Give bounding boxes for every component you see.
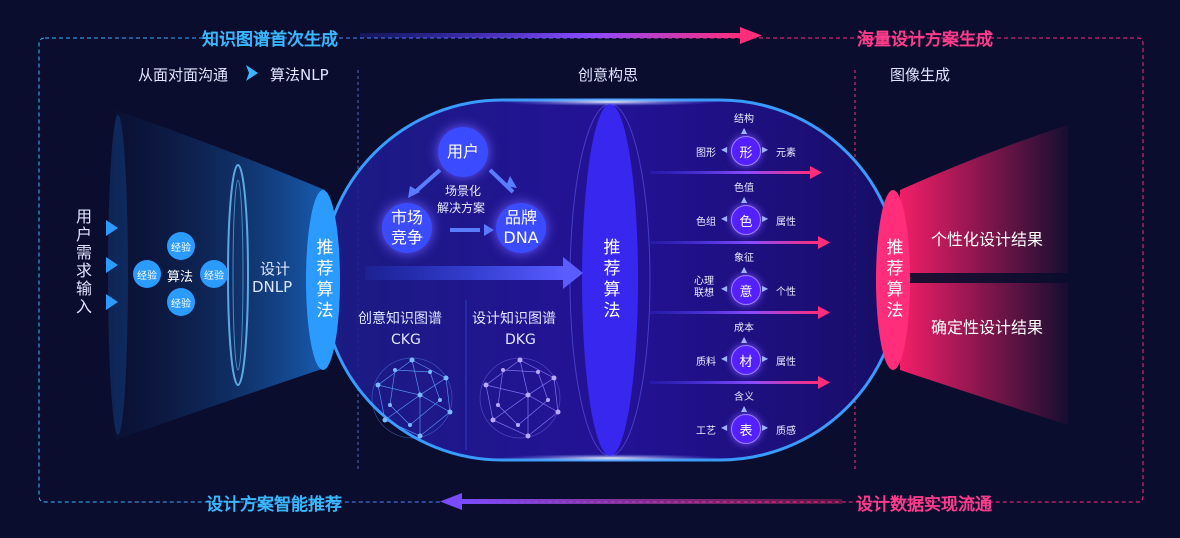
top-flow-bar — [360, 33, 740, 38]
solution-label: 解决方案 — [437, 201, 486, 215]
attr-left-label: 色组 — [696, 217, 716, 228]
recommend-algo-center: 推荐算法 — [599, 238, 620, 322]
dkg-nodes — [483, 357, 561, 439]
step-face-label: 从面对面沟通 — [138, 66, 229, 84]
experience-bubble: 经验 — [133, 260, 161, 288]
market-bubble: 市场竞争 — [382, 203, 432, 253]
attr-node: 形 — [731, 136, 761, 166]
attr-node: 材 — [731, 345, 761, 375]
result-deterministic: 确定性设计结果 — [931, 318, 1044, 337]
result-personalized: 个性化设计结果 — [931, 230, 1044, 249]
dashed-frame — [38, 37, 1144, 503]
attr-top-label: 成本 — [734, 323, 754, 334]
attribute-arrows — [650, 166, 830, 389]
chevron-right-icon: ▶ — [762, 423, 769, 432]
attr-right-label: 个性 — [776, 287, 796, 298]
chevron-up-icon: ▲ — [741, 195, 748, 204]
ring — [227, 164, 249, 386]
center-algo-label: 算法 — [167, 270, 194, 285]
chevron-up-icon: ▲ — [741, 404, 748, 413]
dkg-name: 设计知识图谱 — [472, 311, 556, 327]
glow — [500, 454, 720, 462]
input-ellipse — [108, 115, 128, 435]
ring — [232, 179, 244, 371]
scenario-label: 场景化 — [445, 184, 482, 198]
attr-node: 表 — [731, 414, 761, 444]
attr-node: 意 — [731, 275, 761, 305]
experience-bubble: 经验 — [200, 260, 228, 288]
chevron-right-icon: ▶ — [762, 145, 769, 154]
recommend-pill-left — [306, 190, 340, 370]
chevron-up-icon: ▲ — [741, 126, 748, 135]
funnel-gap — [900, 273, 1070, 283]
recommend-algo-right: 推荐算法 — [882, 238, 903, 322]
recommend-algo-left: 推荐算法 — [312, 238, 333, 322]
chevron-left-icon: ◀ — [721, 214, 728, 223]
attr-top-label: 色值 — [734, 183, 754, 194]
chevron-left-icon: ◀ — [721, 145, 728, 154]
attr-node: 色 — [731, 205, 761, 235]
user-bubble: 用户 — [438, 127, 488, 177]
chevron-left-icon: ◀ — [721, 354, 728, 363]
arrow-right-icon — [740, 27, 762, 44]
ckg-name: 创意知识图谱 — [358, 311, 442, 327]
attr-left-label: 工艺 — [696, 426, 716, 437]
attr-right-label: 质感 — [776, 426, 796, 437]
user-input-label: 用户需求输入 — [73, 208, 92, 316]
triangle-right-icon — [106, 220, 118, 310]
bottom-left-title: 设计方案智能推荐 — [206, 495, 342, 515]
chevron-right-icon: ▶ — [762, 354, 769, 363]
bottom-right-title: 设计数据实现流通 — [856, 495, 992, 515]
experience-bubble: 经验 — [167, 288, 195, 316]
attr-left-label: 心理联想 — [694, 276, 714, 299]
arrow-left-icon — [440, 493, 462, 510]
attr-right-label: 属性 — [776, 217, 796, 228]
dnlp-line1: 设计 — [260, 260, 291, 278]
attr-right-label: 元素 — [776, 148, 796, 159]
chevron-up-icon: ▲ — [741, 265, 748, 274]
recommend-pill-right — [876, 190, 910, 370]
chevron-left-icon: ◀ — [721, 423, 728, 432]
chevron-left-icon: ◀ — [721, 284, 728, 293]
attr-top-label: 结构 — [734, 114, 754, 125]
top-right-title: 海量设计方案生成 — [857, 30, 993, 50]
chevron-right-icon: ▶ — [762, 214, 769, 223]
chevron-right-icon: ▶ — [762, 284, 769, 293]
section-image-label: 图像生成 — [890, 66, 951, 84]
glow — [500, 98, 720, 106]
top-left-title: 知识图谱首次生成 — [202, 30, 338, 50]
attr-top-label: 含义 — [734, 392, 754, 403]
attr-left-label: 质料 — [696, 357, 716, 368]
center-ellipse — [582, 104, 638, 456]
ckg-abbr: CKG — [391, 332, 421, 348]
dnlp-line2: DNLP — [252, 278, 293, 296]
ckg-nodes — [375, 357, 453, 439]
arrow-right-icon — [246, 65, 258, 81]
attr-top-label: 象征 — [734, 253, 754, 264]
step-nlp-label: 算法NLP — [270, 66, 329, 84]
arrow-right-icon — [563, 257, 583, 289]
attr-right-label: 属性 — [776, 357, 796, 368]
triangle-arrows — [412, 168, 515, 232]
bottom-flow-bar — [462, 499, 842, 504]
mid-flow-bar — [365, 266, 565, 280]
dkg-abbr: DKG — [505, 332, 536, 348]
attr-left-label: 图形 — [696, 148, 716, 159]
chevron-up-icon: ▲ — [741, 335, 748, 344]
experience-bubble: 经验 — [167, 232, 195, 260]
section-idea-label: 创意构思 — [578, 66, 639, 84]
